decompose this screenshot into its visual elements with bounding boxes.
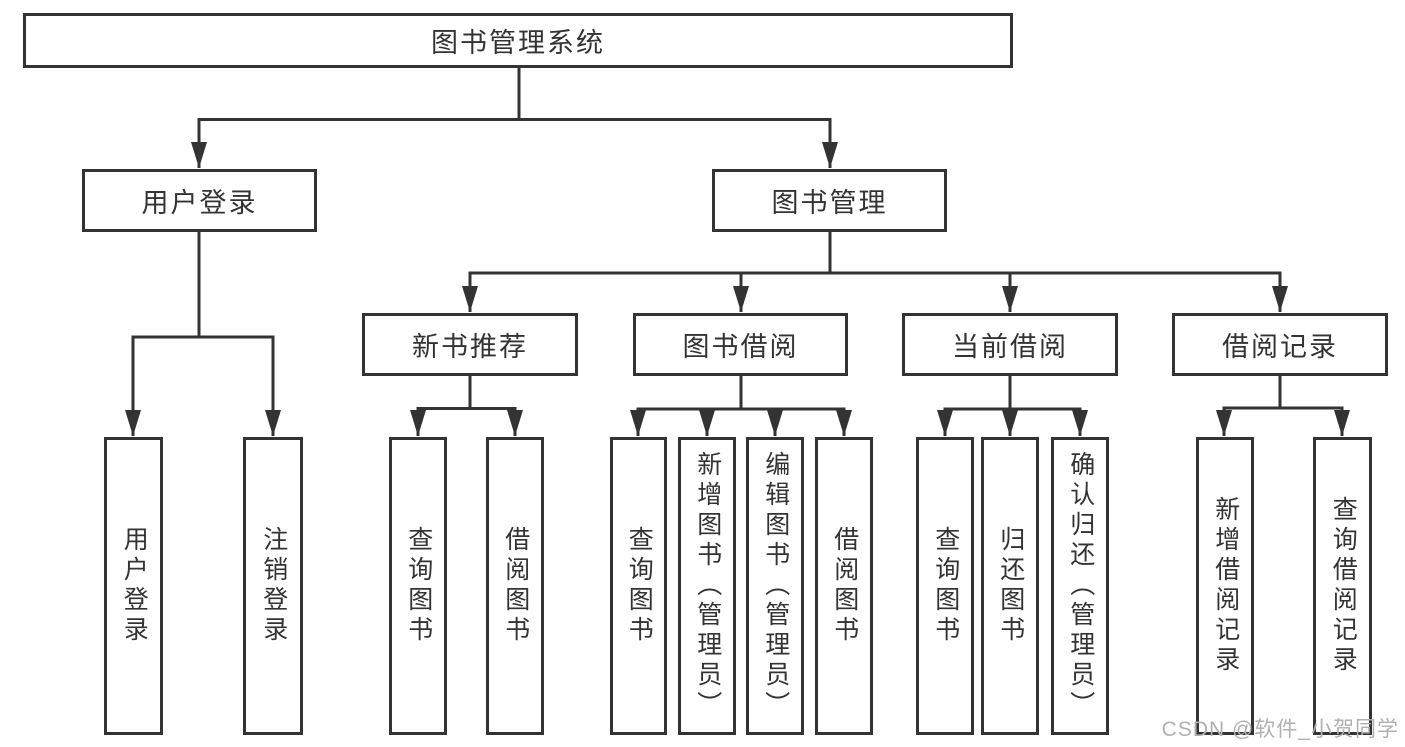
leaf-label: 用户登录 [120,526,149,646]
node-leaf-add-record: 新增借阅记录 [1196,437,1254,735]
node-book-borrow: 图书借阅 [633,313,848,376]
edge-records-branch [1216,406,1350,436]
node-leaf-query-book-1: 查询图书 [389,437,447,735]
node-leaf-borrow-book-2: 借阅图书 [815,437,873,735]
leaf-label: 新增图书（管理员） [693,451,722,721]
leaf-label: 确认归还（管理员） [1066,451,1095,721]
node-user-login: 用户登录 [82,169,317,232]
node-leaf-return-book: 归还图书 [981,437,1039,735]
edge-bookmgmt-branch [462,271,1288,312]
node-leaf-borrow-book-1: 借阅图书 [486,437,544,735]
edge-borrow-branch [630,407,852,436]
node-borrow-records: 借阅记录 [1172,313,1388,376]
node-leaf-query-record: 查询借阅记录 [1313,437,1372,735]
edge-current-branch [937,407,1088,436]
node-new-book-recommend: 新书推荐 [362,313,578,376]
node-leaf-confirm-return: 确认归还（管理员） [1051,437,1109,735]
node-leaf-query-book-3: 查询图书 [916,437,974,735]
leaf-label: 查询图书 [625,526,654,646]
node-current-borrow: 当前借阅 [902,313,1118,376]
leaf-label: 查询借阅记录 [1329,496,1358,676]
leaf-label: 归还图书 [996,526,1025,646]
node-root: 图书管理系统 [23,13,1013,68]
leaf-label: 编辑图书（管理员） [761,451,790,721]
node-leaf-add-book: 新增图书（管理员） [678,437,736,735]
node-leaf-user-login: 用户登录 [104,437,163,735]
leaf-label: 新增借阅记录 [1211,496,1240,676]
edge-root-branch [191,118,838,168]
node-leaf-edit-book: 编辑图书（管理员） [746,437,804,735]
leaf-label: 借阅图书 [501,526,530,646]
node-book-management: 图书管理 [712,169,947,232]
edge-userlogin-branch [125,335,281,436]
leaf-label: 借阅图书 [830,526,859,646]
edge-newbook-branch [410,407,523,436]
node-leaf-query-book-2: 查询图书 [610,437,667,735]
csdn-watermark: CSDN @软件_小贺同学 [1161,718,1399,741]
leaf-label: 查询图书 [404,526,433,646]
node-leaf-logout: 注销登录 [243,437,303,735]
leaf-label: 查询图书 [931,526,960,646]
leaf-label: 注销登录 [259,526,288,646]
